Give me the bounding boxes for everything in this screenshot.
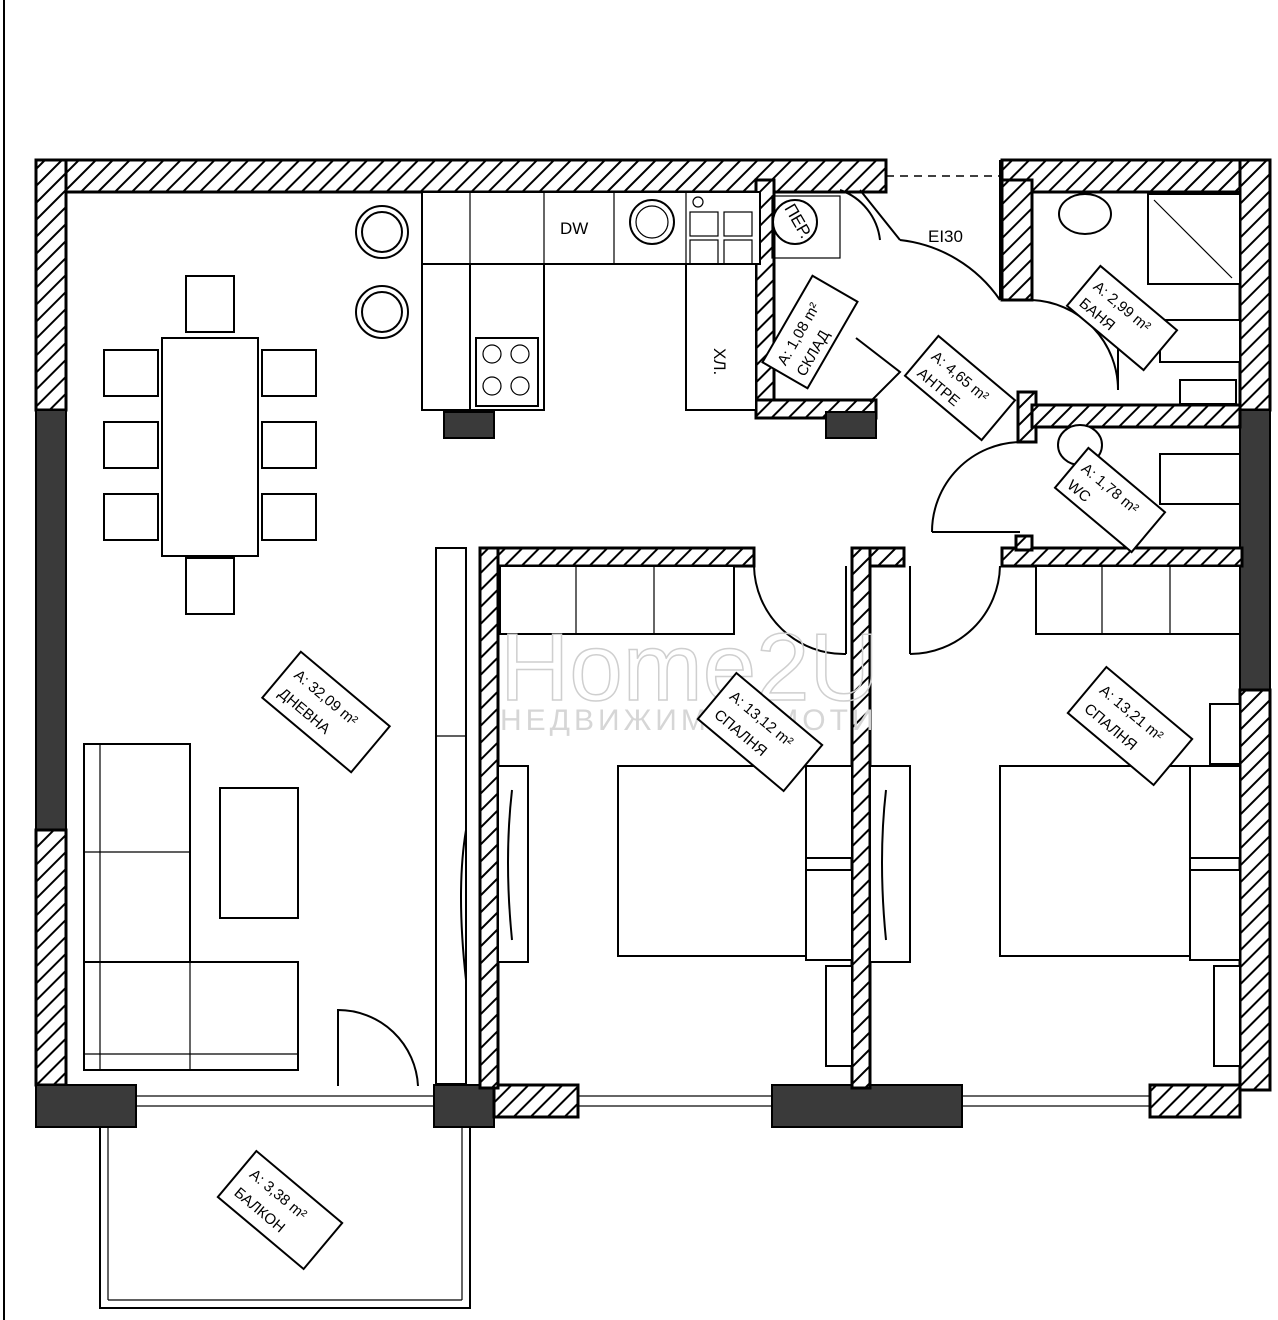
room-label-antre: A: 4,65 m² АНТРЕ [903,334,1017,442]
fire-door-label: EI30 [928,227,963,246]
dishwasher-label: DW [560,219,588,238]
fridge-label: ХЛ. [710,348,729,375]
balcony [99,1128,471,1309]
coffee-table [219,787,299,919]
watermark-brand: Home2U [500,614,879,721]
kitchen [421,191,761,411]
watermark-subtitle: НЕДВИЖИМИ ИМОТИ [500,704,878,737]
washer [772,199,818,245]
bar-stools [355,205,409,339]
windows [135,1095,1151,1107]
living-wardrobe [435,547,467,1085]
room-label-balcony: A: 3,38 m² БАЛКОН [216,1149,344,1271]
room-label-storage: A: 1,08 m² СКЛАД [761,274,859,390]
room-label-living: A: 32,09 m² ДНЕВНА [260,650,392,774]
sofa [83,743,299,1071]
watermark: Home2U НЕДВИЖИМИ ИМОТИ [499,613,879,737]
bathroom [1058,193,1241,405]
bedroom-2-furniture [869,565,1241,1067]
bedroom-1-furniture [497,565,853,1067]
room-label-wc: A: 1,78 m² WC [1053,446,1167,554]
dining-set [103,275,317,615]
